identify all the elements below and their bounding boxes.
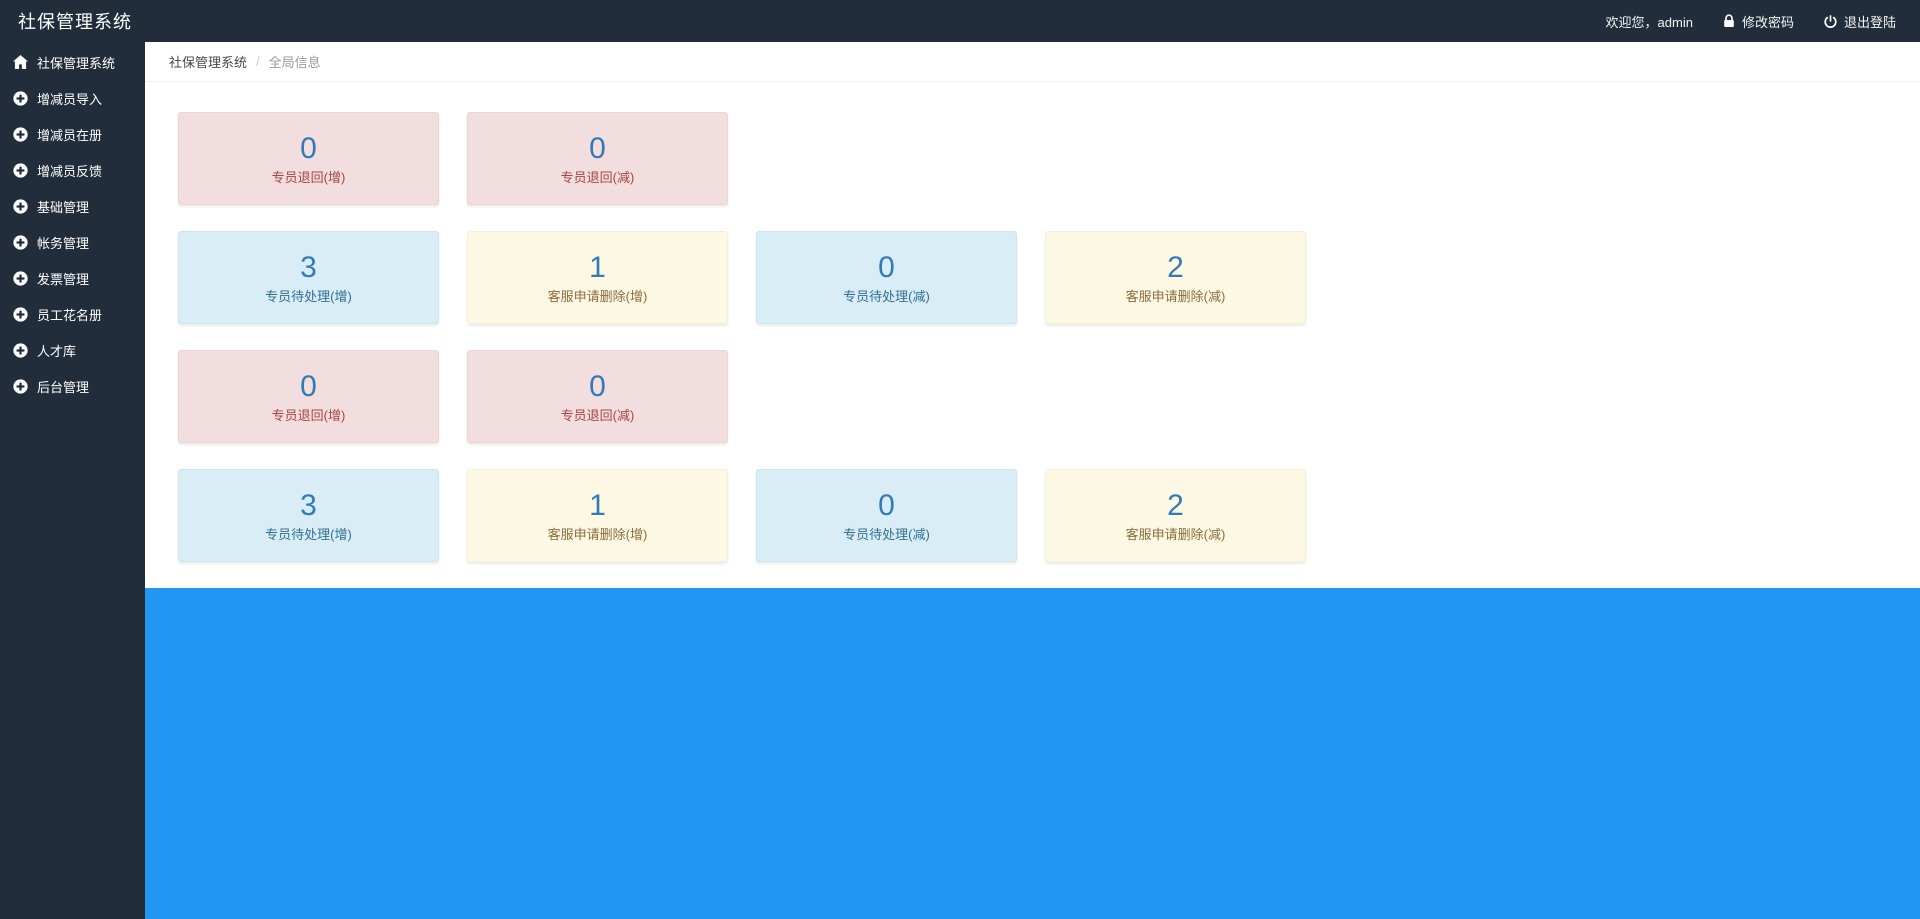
power-icon [1824, 14, 1837, 28]
stat-card-delete-request-remove[interactable]: 2 客服申请删除(减) [1045, 231, 1306, 324]
plus-circle-icon [13, 90, 28, 106]
sidebar-item-employee-roster[interactable]: 员工花名册 [0, 296, 145, 332]
navbar-right: 欢迎您，admin 修改密码 退出登陆 [1606, 12, 1920, 31]
stat-value: 3 [300, 250, 317, 284]
stats-row-1: 0 专员退回(增) 0 专员退回(减) [178, 112, 1920, 205]
stats-row-2: 3 专员待处理(增) 1 客服申请删除(增) 0 专员待处理(减) 2 客服申请… [178, 231, 1920, 324]
stat-value: 2 [1167, 488, 1184, 522]
breadcrumb-root[interactable]: 社保管理系统 [169, 55, 248, 70]
stat-card-returned-remove[interactable]: 0 专员退回(减) [467, 112, 728, 205]
stat-value: 3 [300, 488, 317, 522]
stat-card-delete-request-add-2[interactable]: 1 客服申请删除(增) [467, 469, 728, 562]
stat-card-delete-request-add[interactable]: 1 客服申请删除(增) [467, 231, 728, 324]
sidebar-item-label: 基础管理 [37, 199, 90, 215]
plus-circle-icon [13, 378, 28, 394]
change-password-label: 修改密码 [1741, 14, 1794, 30]
stat-card-returned-add[interactable]: 0 专员退回(增) [178, 112, 439, 205]
sidebar-item-member-import[interactable]: 增减员导入 [0, 80, 145, 116]
app-title: 社保管理系统 [18, 12, 132, 32]
sidebar-item-label: 发票管理 [37, 271, 90, 287]
stat-card-pending-remove-2[interactable]: 0 专员待处理(减) [756, 469, 1017, 562]
sidebar-item-basic-mgmt[interactable]: 基础管理 [0, 188, 145, 224]
stat-label: 专员待处理(减) [843, 526, 930, 542]
stat-label: 客服申请删除(减) [1125, 288, 1226, 304]
sidebar-item-talent-pool[interactable]: 人才库 [0, 332, 145, 368]
sidebar: 社保管理系统 增减员导入 增减员在册 增减员反馈 基础管理 帐务管理 发票管 [0, 42, 145, 919]
stat-value: 0 [878, 250, 895, 284]
top-navbar: 社保管理系统 欢迎您，admin 修改密码 退出登陆 [0, 0, 1920, 42]
stat-card-returned-add-2[interactable]: 0 专员退回(增) [178, 350, 439, 443]
stat-label: 客服申请删除(增) [547, 526, 648, 542]
stat-label: 专员待处理(增) [265, 526, 352, 542]
stat-label: 专员待处理(增) [265, 288, 352, 304]
change-password-link[interactable]: 修改密码 [1723, 12, 1794, 31]
stat-label: 专员退回(增) [271, 407, 346, 423]
stat-card-pending-remove[interactable]: 0 专员待处理(减) [756, 231, 1017, 324]
plus-circle-icon [13, 198, 28, 214]
stat-label: 专员退回(增) [271, 169, 346, 185]
stat-value: 0 [300, 131, 317, 165]
sidebar-item-home[interactable]: 社保管理系统 [0, 44, 145, 80]
stat-label: 专员退回(减) [560, 407, 635, 423]
breadcrumb-separator: / [256, 54, 260, 69]
stats-row-4: 3 专员待处理(增) 1 客服申请删除(增) 0 专员待处理(减) 2 客服申请… [178, 469, 1920, 562]
stat-label: 专员退回(减) [560, 169, 635, 185]
stat-value: 0 [878, 488, 895, 522]
sidebar-item-member-enrolled[interactable]: 增减员在册 [0, 116, 145, 152]
sidebar-item-label: 员工花名册 [37, 307, 103, 323]
stat-label: 专员待处理(减) [843, 288, 930, 304]
stat-value: 0 [300, 369, 317, 403]
sidebar-item-label: 人才库 [37, 343, 77, 359]
sidebar-item-invoice-mgmt[interactable]: 发票管理 [0, 260, 145, 296]
sidebar-item-label: 社保管理系统 [37, 55, 116, 71]
stats-row-3: 0 专员退回(增) 0 专员退回(减) [178, 350, 1920, 443]
stat-card-returned-remove-2[interactable]: 0 专员退回(减) [467, 350, 728, 443]
plus-circle-icon [13, 126, 28, 142]
sidebar-item-label: 增减员反馈 [37, 163, 103, 179]
stat-value: 2 [1167, 250, 1184, 284]
stat-value: 1 [589, 250, 606, 284]
stat-label: 客服申请删除(减) [1125, 526, 1226, 542]
sidebar-item-label: 帐务管理 [37, 235, 90, 251]
main-area: 社保管理系统 / 全局信息 0 专员退回(增) 0 专员退回(减) 3 专员待处… [145, 42, 1920, 919]
breadcrumb-current: 全局信息 [268, 55, 321, 70]
stat-label: 客服申请删除(增) [547, 288, 648, 304]
plus-circle-icon [13, 162, 28, 178]
sidebar-item-label: 增减员在册 [37, 127, 103, 143]
chart-placeholder-panel [145, 588, 1920, 919]
stat-card-pending-add-2[interactable]: 3 专员待处理(增) [178, 469, 439, 562]
logout-label: 退出登陆 [1843, 14, 1896, 30]
sidebar-item-accounting-mgmt[interactable]: 帐务管理 [0, 224, 145, 260]
plus-circle-icon [13, 270, 28, 286]
stat-value: 0 [589, 131, 606, 165]
sidebar-item-member-feedback[interactable]: 增减员反馈 [0, 152, 145, 188]
plus-circle-icon [13, 234, 28, 250]
welcome-text: 欢迎您，admin [1605, 14, 1693, 30]
breadcrumb: 社保管理系统 / 全局信息 [145, 42, 1920, 82]
plus-circle-icon [13, 306, 28, 322]
sidebar-item-label: 后台管理 [37, 379, 90, 395]
sidebar-item-label: 增减员导入 [37, 91, 103, 107]
stat-value: 1 [589, 488, 606, 522]
stat-card-delete-request-remove-2[interactable]: 2 客服申请删除(减) [1045, 469, 1306, 562]
sidebar-item-backend-admin[interactable]: 后台管理 [0, 368, 145, 404]
lock-icon [1723, 14, 1735, 28]
stat-value: 0 [589, 369, 606, 403]
stat-card-pending-add[interactable]: 3 专员待处理(增) [178, 231, 439, 324]
home-icon [13, 55, 28, 69]
logout-link[interactable]: 退出登陆 [1824, 12, 1896, 31]
stats-content: 0 专员退回(增) 0 专员退回(减) 3 专员待处理(增) 1 客服申请删除(… [145, 82, 1920, 588]
plus-circle-icon [13, 342, 28, 358]
